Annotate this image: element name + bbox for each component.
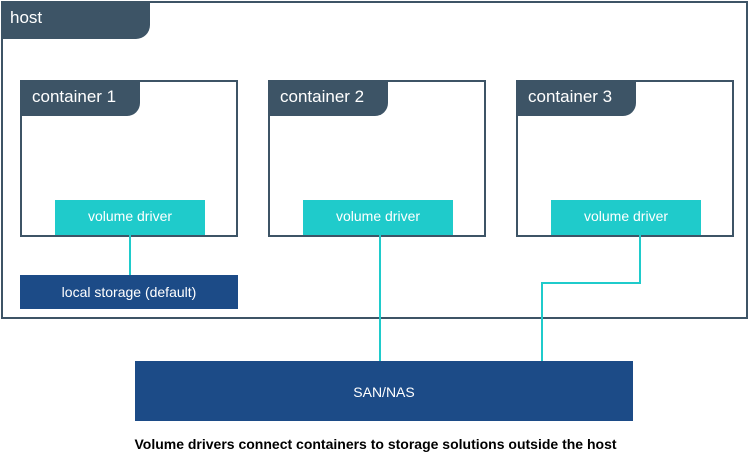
diagram-caption: Volume drivers connect containers to sto… [134, 436, 617, 452]
container-2-volume-driver: volume driver [303, 200, 453, 235]
container-1-volume-driver: volume driver [55, 200, 205, 235]
container-2-label: container 2 [270, 82, 388, 116]
host-label: host [1, 1, 150, 39]
san-nas-box: SAN/NAS [135, 361, 633, 421]
container-3-label: container 3 [518, 82, 636, 116]
local-storage-box: local storage (default) [20, 275, 238, 309]
container-3-volume-driver: volume driver [551, 200, 701, 235]
container-1-label: container 1 [22, 82, 140, 116]
